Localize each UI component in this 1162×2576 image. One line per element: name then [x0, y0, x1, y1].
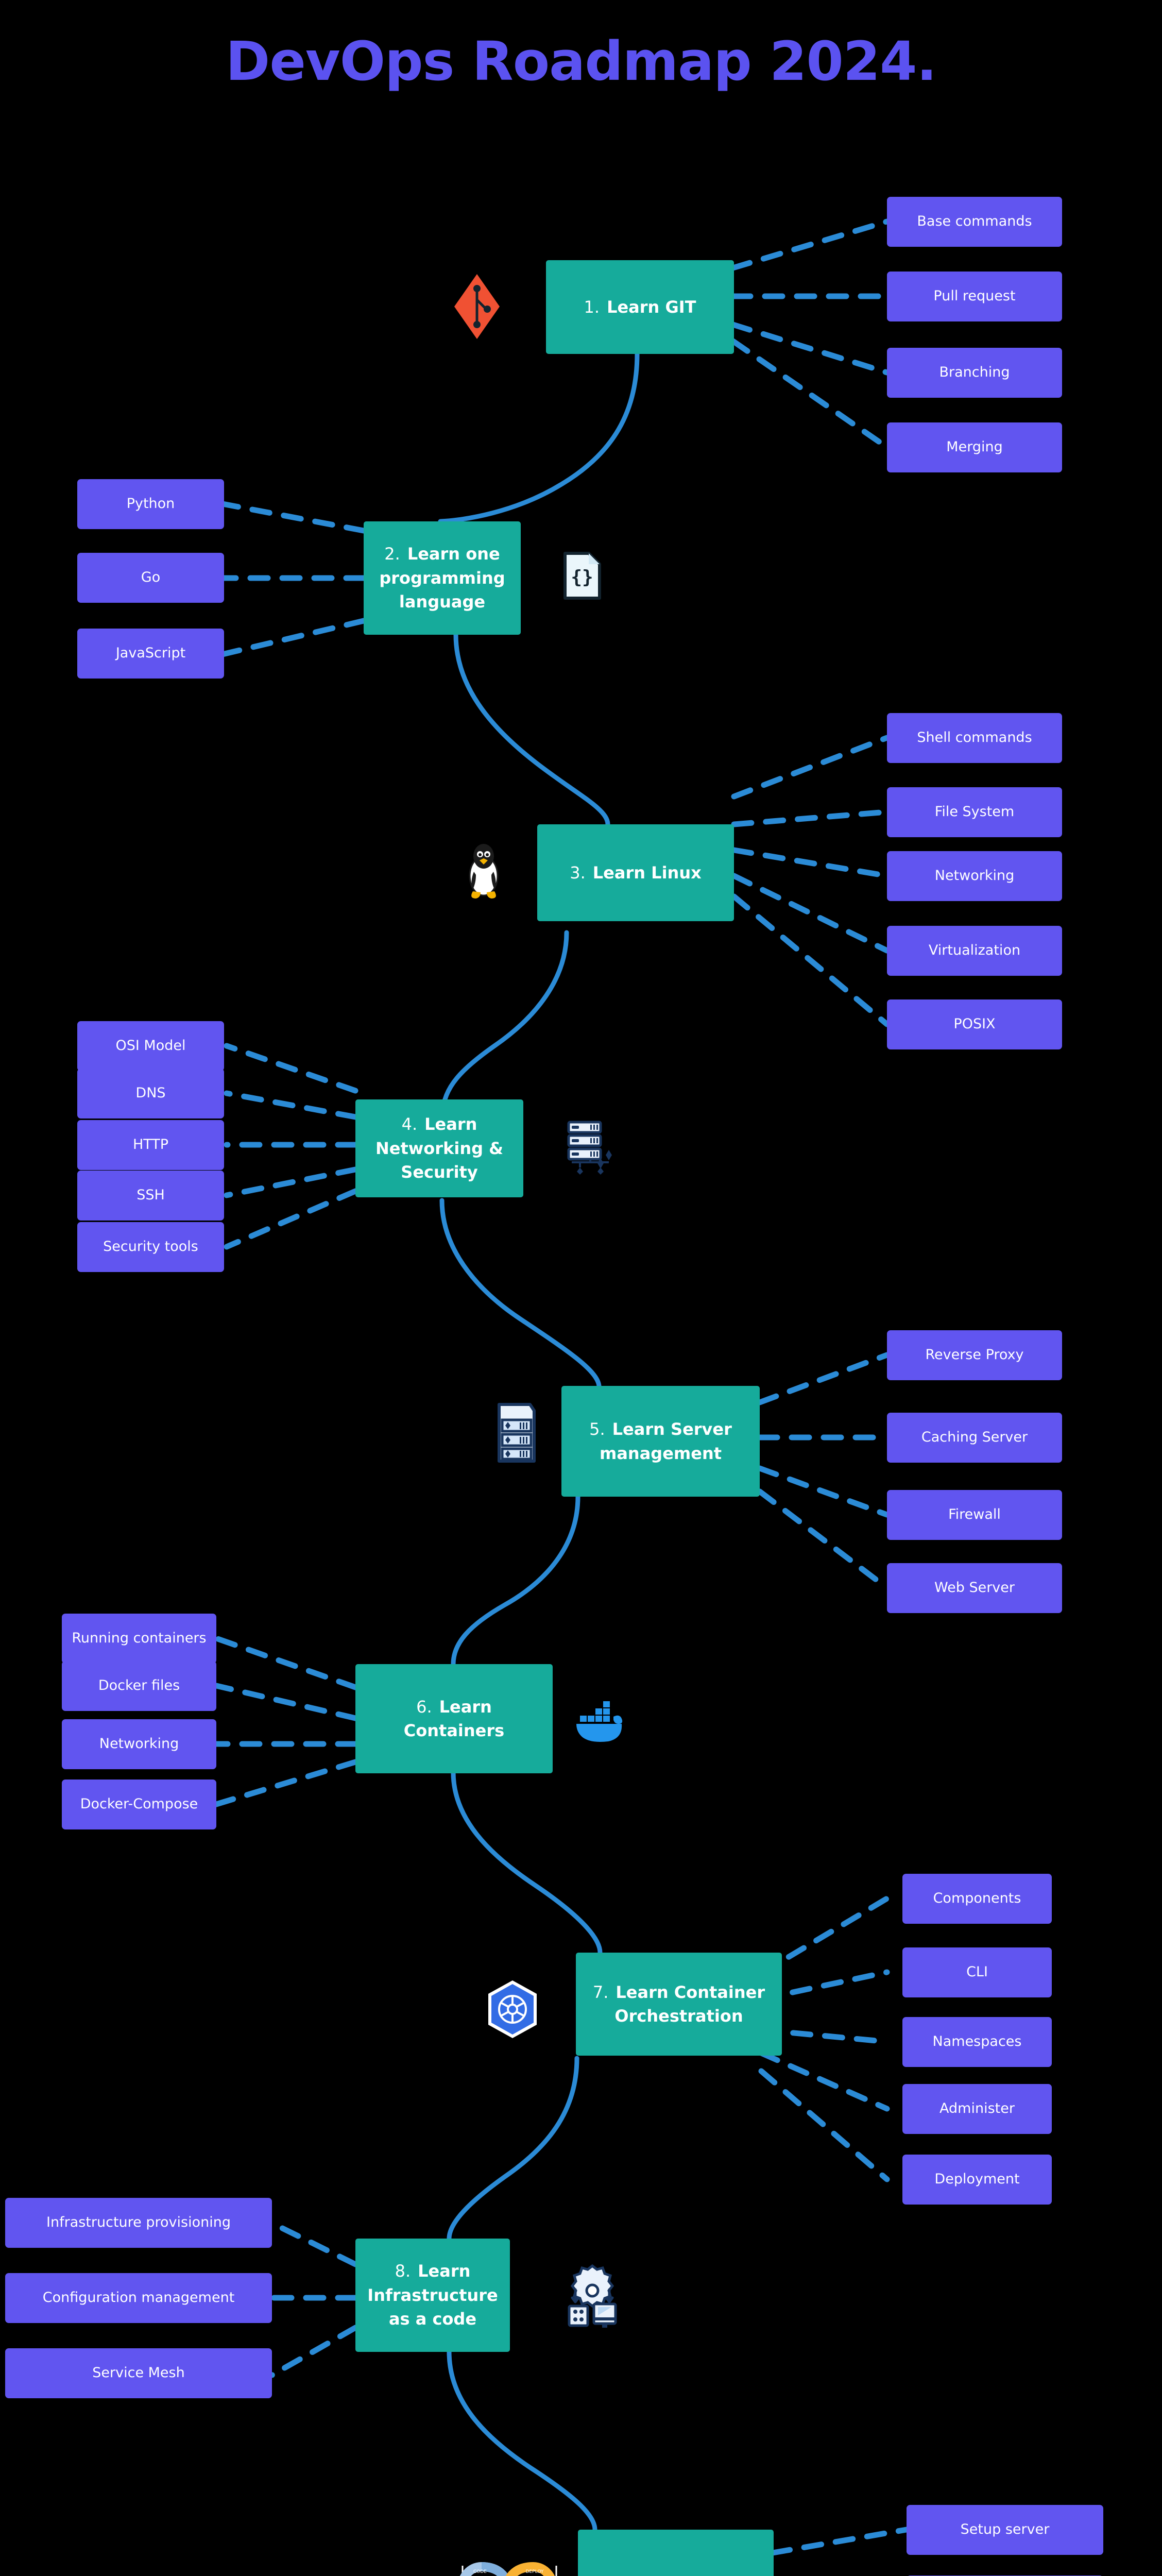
- step-number: 6.: [416, 1697, 432, 1717]
- sub-node[interactable]: Docker files: [62, 1661, 216, 1711]
- step-number: 7.: [592, 1982, 609, 2002]
- step-title: Learn CI/CD: [633, 2574, 742, 2576]
- sub-node[interactable]: Setup server: [907, 2505, 1103, 2555]
- step-node-9[interactable]: 9. Learn CI/CD: [578, 2530, 774, 2576]
- sub-node[interactable]: CLI: [902, 1947, 1052, 1997]
- sub-node[interactable]: Merging: [887, 422, 1062, 472]
- step-number: 8.: [395, 2261, 411, 2281]
- sub-node[interactable]: Virtualization: [887, 926, 1062, 976]
- sub-node[interactable]: Infrastructure provisioning: [5, 2198, 272, 2248]
- sub-node[interactable]: Deployment: [902, 2155, 1052, 2205]
- sub-node[interactable]: Caching Server: [887, 1413, 1062, 1463]
- step-title: Learn Containers: [403, 1697, 505, 1740]
- step-number: 3.: [570, 862, 586, 883]
- sub-node[interactable]: Components: [902, 1874, 1052, 1924]
- page-title: DevOps Roadmap 2024.: [226, 30, 937, 93]
- devops-infinity-icon: CODE BUILD TEST RELEASE DEPLOY OPERATE M…: [460, 2562, 557, 2576]
- spine-5-6: [451, 1494, 580, 1667]
- sub-node[interactable]: Python: [77, 479, 224, 529]
- branches-step-6: [213, 1635, 358, 1807]
- step-node-4[interactable]: 4.Learn Networking & Security: [355, 1099, 523, 1197]
- sub-node[interactable]: POSIX: [887, 999, 1062, 1049]
- step-number: 2.: [384, 544, 400, 564]
- spine-7-8: [447, 2056, 579, 2241]
- sub-node[interactable]: Reverse Proxy: [887, 1330, 1062, 1380]
- spine-4-5: [439, 1198, 602, 1388]
- branches-step-2: [219, 501, 367, 657]
- network-server-icon: [567, 1121, 612, 1175]
- sub-node[interactable]: Namespaces: [902, 2017, 1052, 2067]
- branches-step-9: [770, 2527, 910, 2556]
- sub-node[interactable]: Shell commands: [887, 713, 1062, 763]
- step-node-1[interactable]: 1. Learn GIT: [546, 260, 734, 354]
- svg-text:CODE: CODE: [473, 2569, 487, 2574]
- kubernetes-helm-icon: [488, 1980, 537, 2038]
- svg-text:{}: {}: [571, 567, 593, 588]
- step-title: Learn Server management: [599, 1419, 732, 1463]
- sub-node[interactable]: Base commands: [887, 197, 1062, 247]
- step-title: Learn Networking & Security: [375, 1114, 504, 1182]
- sub-node[interactable]: File System: [887, 787, 1062, 837]
- sub-node[interactable]: Firewall: [887, 1490, 1062, 1540]
- svg-text:DEPLOY: DEPLOY: [526, 2569, 544, 2574]
- step-title: Learn GIT: [607, 297, 696, 317]
- sub-node[interactable]: DNS: [77, 1069, 224, 1118]
- server-rack-icon: [498, 1403, 536, 1463]
- branches-step-8: [269, 2220, 358, 2378]
- sub-node[interactable]: Branching: [887, 348, 1062, 398]
- sub-node[interactable]: Networking: [887, 851, 1062, 901]
- step-title: Learn one programming language: [379, 544, 505, 612]
- code-file-icon: {}: [563, 552, 601, 600]
- step-title: Learn Infrastructure as a code: [367, 2261, 498, 2329]
- step-title: Learn Linux: [592, 862, 702, 883]
- sub-node[interactable]: Configuration management: [5, 2273, 272, 2323]
- sub-node[interactable]: Running containers: [62, 1614, 216, 1664]
- step-node-3[interactable]: 3. Learn Linux: [537, 824, 734, 921]
- step-node-8[interactable]: 8.Learn Infrastructure as a code: [355, 2239, 510, 2352]
- spine-1-2: [438, 351, 640, 524]
- branches-step-1: [730, 218, 890, 450]
- step-node-5[interactable]: 5.Learn Server management: [561, 1386, 760, 1497]
- step-node-6[interactable]: 6.Learn Containers: [355, 1664, 553, 1773]
- spine-3-4: [440, 930, 569, 1115]
- sub-node[interactable]: Docker-Compose: [62, 1780, 216, 1829]
- sub-node[interactable]: Web Server: [887, 1563, 1062, 1613]
- step-number: 5.: [589, 1419, 605, 1439]
- sub-node[interactable]: Networking: [62, 1719, 216, 1769]
- sub-node[interactable]: HTTP: [77, 1120, 224, 1170]
- step-node-2[interactable]: 2.Learn one programming language: [364, 521, 521, 635]
- infrastructure-gear-icon: [568, 2264, 617, 2328]
- branches-step-5: [757, 1352, 890, 1591]
- sub-node[interactable]: Security tools: [77, 1222, 224, 1272]
- step-title: Learn Container Orchestration: [614, 1982, 765, 2026]
- sub-node[interactable]: Pull request: [887, 272, 1062, 321]
- spine-6-7: [451, 1770, 603, 1955]
- sub-node[interactable]: Administer: [902, 2084, 1052, 2134]
- step-number: 4.: [401, 1114, 418, 1134]
- docker-whale-icon: [576, 1701, 623, 1742]
- branches-step-3: [731, 735, 890, 1027]
- sub-node[interactable]: OSI Model: [77, 1021, 224, 1071]
- spine-2-3: [453, 632, 610, 827]
- sub-node[interactable]: JavaScript: [77, 629, 224, 679]
- linux-penguin-icon: [469, 844, 499, 899]
- step-number: 1.: [584, 297, 600, 317]
- spine-8-9: [447, 2349, 597, 2532]
- sub-node[interactable]: Service Mesh: [5, 2348, 272, 2398]
- git-icon: [454, 274, 500, 339]
- step-number: 9.: [610, 2574, 626, 2576]
- sub-node[interactable]: Go: [77, 553, 224, 603]
- branches-step-4: [224, 1043, 358, 1250]
- step-node-7[interactable]: 7.Learn Container Orchestration: [576, 1953, 782, 2056]
- sub-node[interactable]: SSH: [77, 1171, 224, 1221]
